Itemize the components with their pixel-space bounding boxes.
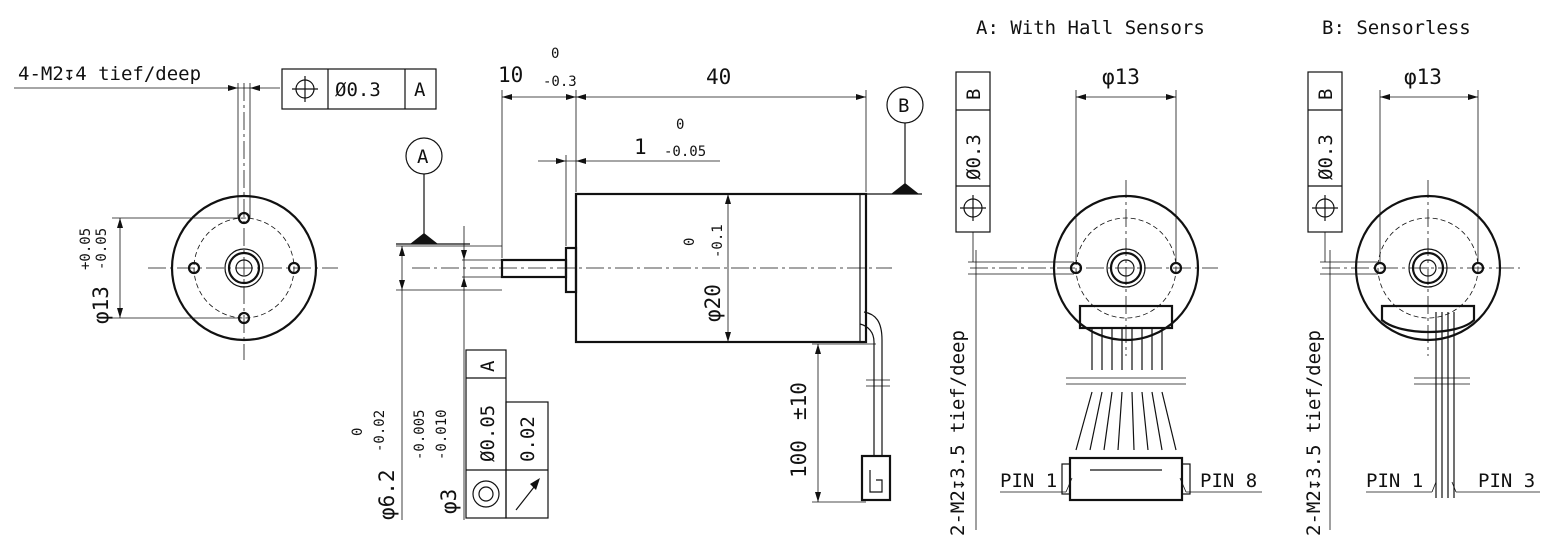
dia-20-upper: 0 <box>682 238 698 246</box>
conc-tolerance: Ø0.05 <box>477 405 499 462</box>
dim-1: 1 <box>634 135 647 159</box>
lead-tolerance: ±10 <box>787 382 811 420</box>
dim-1-lower: -0.05 <box>664 144 706 160</box>
hall-dia: φ13 <box>1102 65 1140 89</box>
sensorless-position-fcf: B Ø0.3 <box>1307 71 1343 262</box>
datum-a-marker: A <box>396 137 470 245</box>
dia-6-2: φ6.2 <box>375 469 399 520</box>
conc-datum: A <box>477 360 499 372</box>
dim-1-upper: 0 <box>676 117 684 133</box>
hall-geometry <box>970 180 1218 502</box>
hall-thread-callout: 2-M2↧3.5 tief/deep <box>947 330 969 536</box>
datum-b-marker: B <box>866 86 924 195</box>
hall-fcf-datum: B <box>963 89 985 100</box>
position-fcf: Ø0.3 A <box>281 68 437 110</box>
dia-3-upper: -0.005 <box>412 409 428 460</box>
dia-6-2-upper: 0 <box>350 428 366 436</box>
datum-a-label: A <box>417 146 429 168</box>
fcf-tolerance: Ø0.3 <box>335 79 381 101</box>
sensorless-view: B: Sensorless φ13 <box>1303 17 1540 536</box>
side-view-geometry <box>412 192 892 502</box>
dia-3-lower: -0.010 <box>434 409 450 460</box>
sensorless-wires <box>1414 312 1470 498</box>
dia-3: φ3 <box>437 489 461 514</box>
dia-20: φ20 <box>701 284 725 322</box>
front-diameter-dim: φ13 <box>89 286 113 324</box>
sensorless-fcf-tolerance: Ø0.3 <box>1315 134 1337 180</box>
hall-position-fcf: B Ø0.3 <box>955 71 991 262</box>
circular-runout-icon <box>515 478 540 511</box>
dim-10-upper: 0 <box>551 46 559 62</box>
front-tol-lower: -0.05 <box>94 228 110 270</box>
position-icon <box>1312 195 1338 221</box>
sensorless-thread-callout: 2-M2↧3.5 tief/deep <box>1303 330 1325 536</box>
concentricity-fcf: A Ø0.05 <box>465 349 507 519</box>
thread-callout: 4-M2↧4 tief/deep <box>18 63 201 85</box>
runout-fcf: 0.02 <box>505 401 549 519</box>
dim-10: 10 <box>498 63 523 87</box>
sensorless-dia: φ13 <box>1404 65 1442 89</box>
hall-ribbon-wires <box>1066 328 1186 451</box>
hall-title: A: With Hall Sensors <box>976 17 1205 39</box>
sensorless-fcf-datum: B <box>1315 89 1337 100</box>
concentricity-icon <box>472 480 500 508</box>
datum-b-label: B <box>898 95 909 117</box>
dia-6-2-lower: -0.02 <box>372 410 388 452</box>
fcf-datum: A <box>414 79 426 101</box>
position-icon <box>960 195 986 221</box>
hall-pin-left: PIN 1 <box>1000 470 1057 492</box>
runout-tolerance: 0.02 <box>517 416 539 462</box>
dia-20-lower: -0.1 <box>710 224 726 258</box>
sensorless-pin-left: PIN 1 <box>1366 470 1423 492</box>
sensorless-geometry <box>1322 180 1520 498</box>
dim-10-lower: -0.3 <box>543 74 577 90</box>
sensorless-title: B: Sensorless <box>1322 17 1471 39</box>
front-view: 4-M2↧4 tief/deep Ø0.3 A φ13 +0.05 -0.05 <box>14 63 437 360</box>
hall-sensor-view: A: With Hall Sensors <box>947 17 1262 536</box>
hall-pin-right: PIN 8 <box>1200 470 1257 492</box>
lead-length: 100 <box>787 440 811 478</box>
side-view: A B 10 0 -0.3 40 1 0 -0.0 <box>350 46 924 520</box>
sensorless-pin-right: PIN 3 <box>1478 470 1535 492</box>
front-tol-upper: +0.05 <box>78 228 94 270</box>
hall-fcf-tolerance: Ø0.3 <box>963 134 985 180</box>
dim-40: 40 <box>706 65 731 89</box>
position-icon <box>292 76 318 102</box>
front-view-geometry <box>148 83 338 360</box>
